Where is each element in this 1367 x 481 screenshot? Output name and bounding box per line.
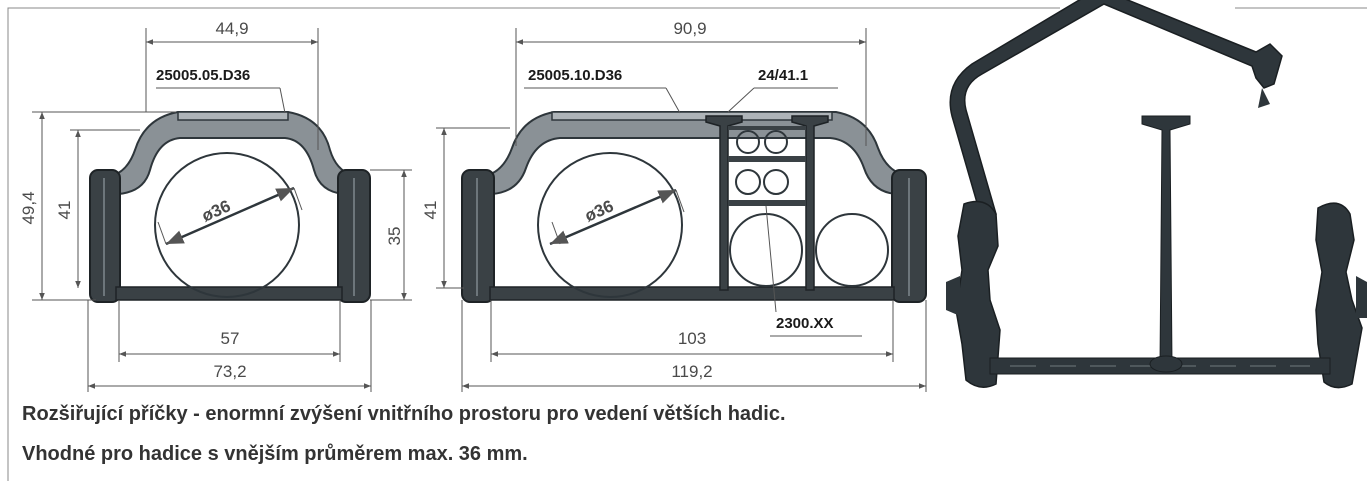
small-inner-width-label: 57 — [221, 329, 240, 348]
small-diameter-arrow — [165, 186, 295, 246]
photo-lever-arm — [949, 0, 1283, 222]
large-hose-circle — [537, 152, 683, 298]
large-outer-width-label: 119,2 — [671, 362, 712, 381]
large-bottom-bar — [489, 286, 895, 301]
large-separator-left — [705, 115, 743, 291]
large-crossbar-part-label: 25005.10.D36 — [528, 67, 622, 84]
photo-right-link — [1315, 202, 1363, 389]
large-inner-width-label: 103 — [678, 329, 706, 348]
large-shelf-1 — [728, 156, 806, 162]
large-right-hose — [815, 213, 889, 287]
small-bottom-bar — [115, 286, 343, 301]
small-section-drawing: ø36 — [89, 111, 371, 303]
large-crossbar-arch — [465, 111, 923, 198]
large-diameter-arrow — [549, 188, 677, 246]
small-dimensions: 44,9 25005.05.D36 49,4 41 35 57 73,2 — [19, 19, 412, 392]
large-shelf-2 — [728, 200, 806, 206]
small-diameter-label: ø36 — [199, 196, 233, 225]
frame-border — [7, 7, 1060, 481]
large-small-hose-2 — [764, 130, 788, 154]
large-crossbar-top-plate — [551, 111, 833, 121]
divider-part-label: 2300.XX — [776, 315, 834, 332]
large-dimensions: 90,9 25005.10.D36 24/41.1 41 2300.XX 103… — [421, 19, 927, 392]
large-small-hose-4 — [763, 169, 789, 195]
large-top-width-label: 90,9 — [673, 19, 706, 38]
caption-line-1: Rozšiřující příčky - enormní zvýšení vni… — [22, 403, 786, 425]
photo-center-beam — [1141, 115, 1191, 367]
caption-line-2: Vhodné pro hadice s vnějším průměrem max… — [22, 443, 528, 465]
small-outer-height-label: 49,4 — [19, 191, 38, 224]
small-inner-height-label: 41 — [55, 201, 74, 220]
small-top-width-label: 44,9 — [215, 19, 248, 38]
large-shelf-3 — [728, 126, 806, 130]
large-small-hose-3 — [735, 169, 761, 195]
large-section-drawing: ø36 — [461, 111, 927, 303]
small-crossbar-top-plate — [177, 111, 289, 121]
large-small-hose-1 — [736, 130, 760, 154]
separator-part-label: 24/41.1 — [758, 67, 808, 84]
small-outer-width-label: 73,2 — [213, 362, 246, 381]
product-photo — [946, 0, 1367, 389]
large-diameter-label: ø36 — [582, 196, 616, 225]
photo-left-link — [955, 200, 1001, 388]
large-inner-height-label: 41 — [421, 201, 440, 220]
small-crossbar-part-label: 25005.05.D36 — [156, 67, 250, 84]
large-separator-right — [791, 115, 829, 291]
small-side-height-label: 35 — [385, 227, 404, 246]
small-hose-circle — [154, 152, 300, 298]
large-medium-hose — [729, 213, 803, 287]
